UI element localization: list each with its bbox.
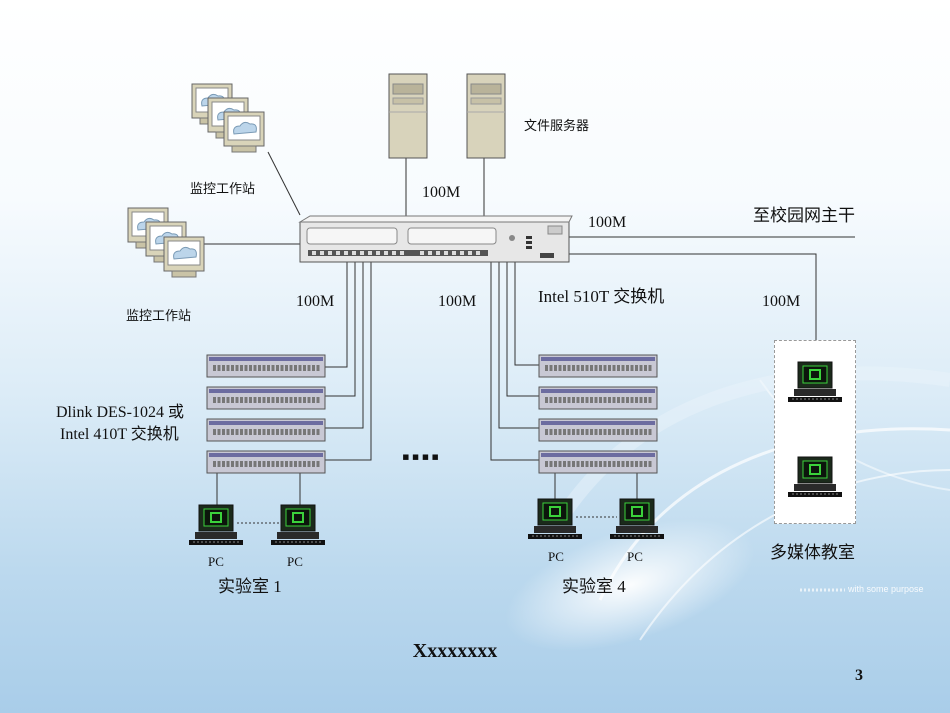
file-server-label: 文件服务器: [524, 118, 590, 133]
stack-switch-left-2: [206, 386, 326, 410]
server-tower-2: [466, 73, 506, 159]
stack-switch-right-4: [538, 450, 658, 474]
monitor-workstation-left-3: [163, 236, 205, 278]
core-switch-label: Intel 510T 交换机: [538, 287, 665, 306]
stack-switch-label-line1: Dlink DES-1024 或: [56, 404, 185, 421]
monitor-station-label-top: 监控工作站: [190, 181, 256, 196]
pc-lab4-a: [528, 498, 582, 539]
pc-lab4-b: [610, 498, 664, 539]
pc-label-lab4-a: PC: [548, 549, 564, 564]
monitor-station-label-left: 监控工作站: [126, 308, 192, 323]
speed-label-right-stack: 100M: [438, 293, 477, 310]
speed-label-servers: 100M: [422, 184, 461, 201]
lab4-label: 实验室 4: [562, 577, 626, 596]
lab1-label: 实验室 1: [218, 577, 282, 596]
stack-switch-right-1: [538, 354, 658, 378]
stack-switch-left-3: [206, 418, 326, 442]
pc-multimedia-bottom: [788, 456, 842, 497]
pc-lab1-a: [189, 504, 243, 545]
stack-switch-left-1: [206, 354, 326, 378]
pc-label-lab1-b: PC: [287, 554, 303, 569]
ellipsis-marker: ▪▪▪▪: [402, 444, 442, 469]
multimedia-room-label: 多媒体教室: [770, 543, 855, 562]
stack-switch-right-2: [538, 386, 658, 410]
pc-lab1-b: [271, 504, 325, 545]
brand-tagline: with some purpose: [848, 584, 924, 594]
slide-title: Xxxxxxxx: [412, 640, 498, 662]
pc-label-lab1-a: PC: [208, 554, 224, 569]
speed-label-left-stack: 100M: [296, 293, 335, 310]
stack-switch-right-3: [538, 418, 658, 442]
pc-multimedia-top: [788, 361, 842, 402]
pc-label-lab4-b: PC: [627, 549, 643, 564]
page-number: 3: [855, 667, 863, 684]
monitor-workstation-top-3: [223, 111, 265, 153]
speed-label-multimedia: 100M: [762, 293, 801, 310]
speed-label-backbone: 100M: [588, 214, 627, 231]
stack-switch-label-line2: Intel 410T 交换机: [60, 426, 179, 443]
stack-switch-left-4: [206, 450, 326, 474]
campus-backbone-label: 至校园网主干: [753, 206, 855, 225]
server-tower-1: [388, 73, 428, 159]
